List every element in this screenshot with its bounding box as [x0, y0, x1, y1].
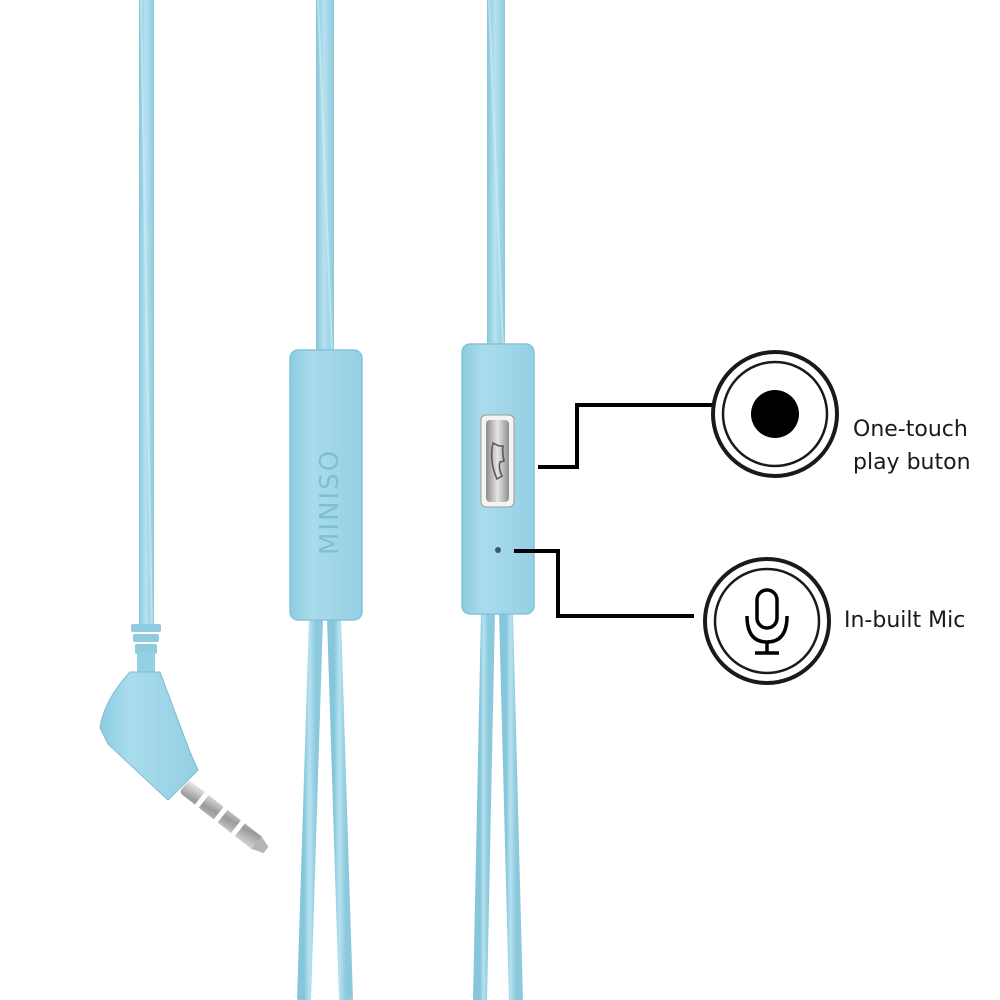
audio-jack: [99, 624, 269, 854]
mic-hole: [495, 547, 501, 553]
play-button-label-line1: One-touch: [853, 417, 968, 442]
left-cable: [139, 0, 154, 633]
remote-control: [461, 343, 535, 615]
mic-label: In-built Mic: [844, 604, 965, 637]
phone-handset-icon: [480, 414, 515, 508]
right-cable: [473, 0, 523, 1000]
splitter-housing: MINISO: [289, 349, 363, 621]
middle-cable: [297, 0, 353, 1000]
brand-logo: MINISO: [315, 449, 345, 555]
filled-circle-icon: [711, 350, 839, 478]
play-button-label-line2: play buton: [853, 450, 971, 475]
mic-label-line1: In-built Mic: [844, 608, 966, 633]
callout-lines: [514, 403, 712, 618]
play-button-label: One-touch play buton: [853, 413, 971, 479]
microphone-icon: [703, 557, 831, 685]
